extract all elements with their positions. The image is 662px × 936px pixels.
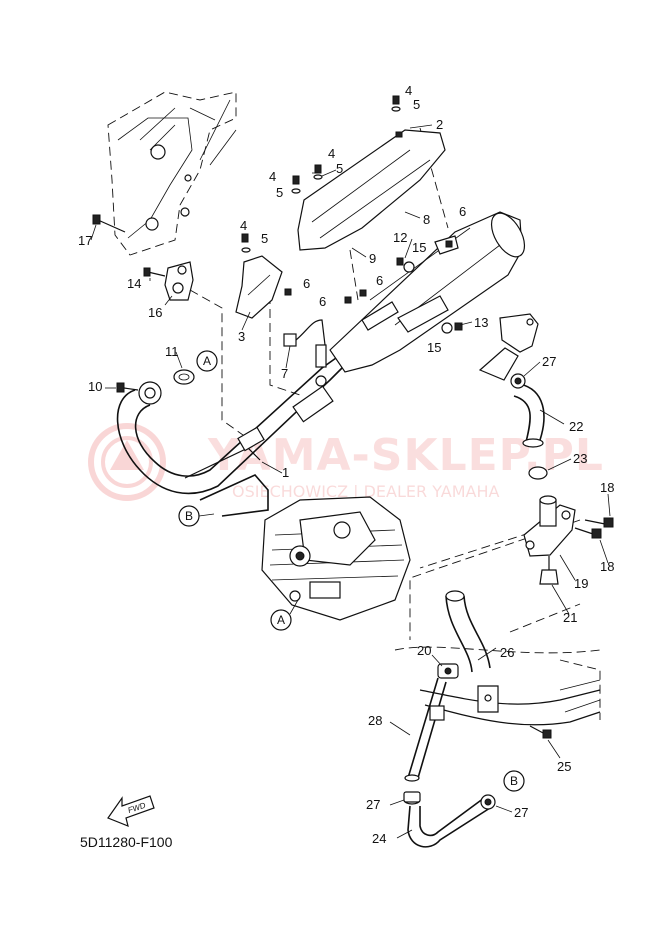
callout-7: 7 — [281, 366, 288, 381]
bracket-16 — [164, 261, 194, 301]
callout-19: 19 — [574, 576, 588, 591]
callout-6a: 6 — [459, 204, 466, 219]
nipple-21 — [539, 556, 559, 585]
ref-a-bottom: A — [270, 599, 299, 631]
callout-6b: 6 — [303, 276, 310, 291]
fasteners — [241, 95, 463, 334]
exhaust-pipe-1 — [116, 357, 343, 517]
lower-frame — [394, 646, 601, 726]
callout-3: 3 — [238, 329, 245, 344]
ref-b-left: B — [178, 505, 215, 527]
callout-2: 2 — [436, 117, 443, 132]
callout-12: 12 — [393, 230, 407, 245]
pipe-28 — [404, 677, 447, 782]
callout-5a: 5 — [413, 97, 420, 112]
bolts-18 — [574, 517, 614, 539]
callout-18a: 18 — [600, 480, 614, 495]
ref-b-bottom: B — [503, 770, 525, 792]
watermark-subtitle: OSIECHOWICZ | DEALER YAMAHA — [232, 482, 499, 501]
air-valve-19 — [523, 495, 576, 557]
callout-28: 28 — [368, 713, 382, 728]
callout-16: 16 — [148, 305, 162, 320]
hose-26 — [445, 590, 491, 673]
muffler — [329, 211, 526, 373]
callout-17: 17 — [78, 233, 92, 248]
callout-4b: 4 — [328, 146, 335, 161]
callout-9: 9 — [369, 251, 376, 266]
callout-18b: 18 — [600, 559, 614, 574]
callout-4a: 4 — [405, 83, 412, 98]
bolt-25 — [529, 725, 552, 739]
callouts: 1 2 3 4 4 4 4 5 5 5 5 6 6 6 6 7 8 9 10 1… — [78, 83, 614, 846]
bracket-right — [478, 313, 539, 381]
callout-25: 25 — [557, 759, 571, 774]
callout-27c: 27 — [514, 805, 528, 820]
callout-11: 11 — [165, 344, 179, 359]
clip-23 — [528, 466, 548, 480]
cylinder-head — [261, 496, 411, 621]
callout-4c: 4 — [269, 169, 276, 184]
callout-22: 22 — [569, 419, 583, 434]
callout-20: 20 — [417, 643, 431, 658]
leader-lines — [90, 124, 611, 839]
ref-a-bottom-label: A — [277, 613, 285, 627]
clamp-20 — [437, 663, 459, 679]
callout-21: 21 — [563, 610, 577, 625]
hose-22 — [513, 383, 545, 448]
callout-4d: 4 — [240, 218, 247, 233]
heat-protector-2 — [297, 129, 446, 251]
callout-26: 26 — [500, 645, 514, 660]
callout-27b: 27 — [366, 797, 380, 812]
callout-6c: 6 — [376, 273, 383, 288]
bolt-17 — [92, 214, 126, 233]
callout-15a: 15 — [412, 240, 426, 255]
gasket-11 — [173, 369, 195, 385]
callout-27a: 27 — [542, 354, 556, 369]
fwd-arrow-icon: FWD — [107, 795, 155, 827]
callout-6d: 6 — [319, 294, 326, 309]
o2-sensor-7 — [283, 319, 327, 387]
hose-24 — [403, 795, 491, 848]
diagram-code: 5D11280-F100 — [80, 834, 173, 850]
callout-10: 10 — [88, 379, 102, 394]
callout-5b: 5 — [336, 161, 343, 176]
ref-b-bottom-label: B — [510, 774, 518, 788]
callout-13: 13 — [474, 315, 488, 330]
callout-24: 24 — [372, 831, 386, 846]
ref-a-top-label: A — [203, 354, 211, 368]
callout-23: 23 — [573, 451, 587, 466]
bolt-14 — [143, 267, 166, 277]
callout-1: 1 — [282, 465, 289, 480]
watermark-logo — [88, 423, 166, 501]
callout-14: 14 — [127, 276, 141, 291]
callout-8: 8 — [423, 212, 430, 227]
callout-5c: 5 — [276, 185, 283, 200]
callout-15b: 15 — [427, 340, 441, 355]
clamp-27-upper — [510, 373, 526, 389]
heat-protector-3 — [235, 255, 283, 319]
clamp-27-lower-left — [403, 791, 421, 803]
frame-section — [107, 91, 237, 256]
clamp-27-lower-right — [480, 794, 496, 810]
ref-a-top: A — [196, 350, 218, 372]
callout-5d: 5 — [261, 231, 268, 246]
ref-b-left-label: B — [185, 509, 193, 523]
